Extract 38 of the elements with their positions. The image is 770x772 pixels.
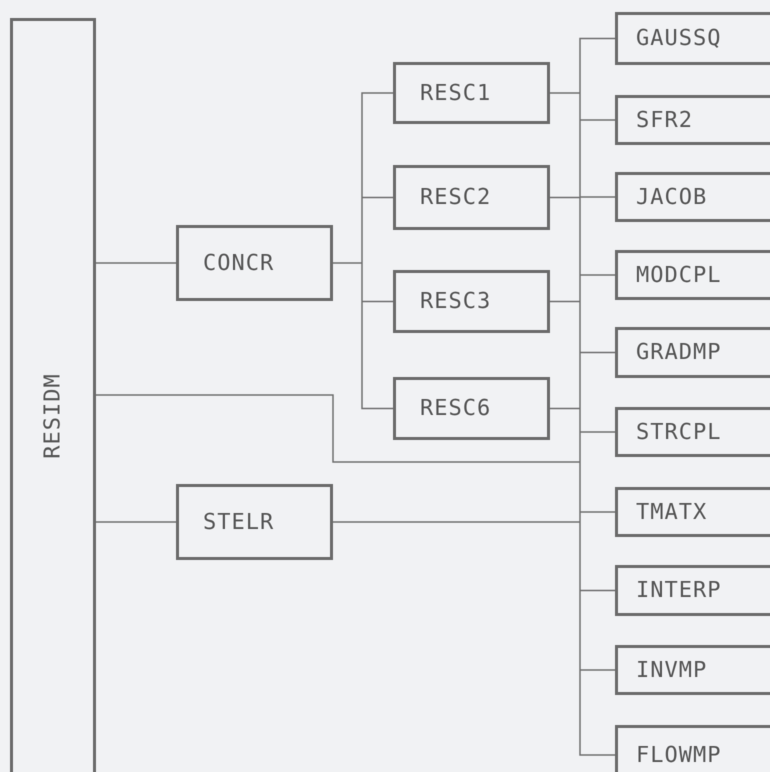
routine-box bbox=[615, 645, 770, 695]
connector-line bbox=[96, 262, 176, 264]
routine-name: INTERP bbox=[636, 578, 722, 603]
routine-box bbox=[176, 484, 333, 560]
routine-box bbox=[615, 725, 770, 772]
routine-name: SFR2 bbox=[636, 108, 693, 132]
routine-name: GAUSSQ bbox=[636, 26, 722, 51]
routine-box bbox=[393, 377, 550, 440]
routine-name: INVMP bbox=[636, 658, 708, 682]
routine-name: TMATX bbox=[636, 500, 708, 524]
routine-name: RESC1 bbox=[420, 80, 492, 106]
routine-name: STRCPL bbox=[636, 420, 722, 444]
routine-box bbox=[615, 327, 770, 378]
routine-name: STELR bbox=[203, 510, 274, 534]
routine-name: GRADMP bbox=[636, 340, 722, 365]
routine-name: RESIDM bbox=[40, 373, 66, 459]
routine-name: RESC2 bbox=[420, 185, 492, 210]
connector-line bbox=[96, 521, 176, 523]
routine-box bbox=[615, 250, 770, 300]
routine-box bbox=[615, 95, 770, 145]
routine-box bbox=[615, 172, 770, 222]
routine-box bbox=[615, 565, 770, 616]
routine-name: MODCPL bbox=[636, 262, 722, 288]
routine-name: JACOB bbox=[636, 184, 708, 210]
routine-name: RESC3 bbox=[420, 289, 492, 314]
routine-box bbox=[615, 407, 770, 457]
routine-name: CONCR bbox=[203, 250, 274, 276]
routine-box bbox=[393, 165, 550, 230]
routine-box bbox=[393, 270, 550, 333]
routine-box bbox=[393, 62, 550, 124]
routine-box bbox=[176, 225, 333, 301]
connector-tree bbox=[95, 38, 616, 756]
routine-box bbox=[615, 487, 770, 537]
routine-name: RESC6 bbox=[420, 396, 492, 421]
routine-box bbox=[615, 12, 770, 65]
connector-tree bbox=[332, 92, 394, 410]
routine-name: FLOWMP bbox=[636, 742, 722, 768]
vertical-box bbox=[10, 18, 96, 772]
